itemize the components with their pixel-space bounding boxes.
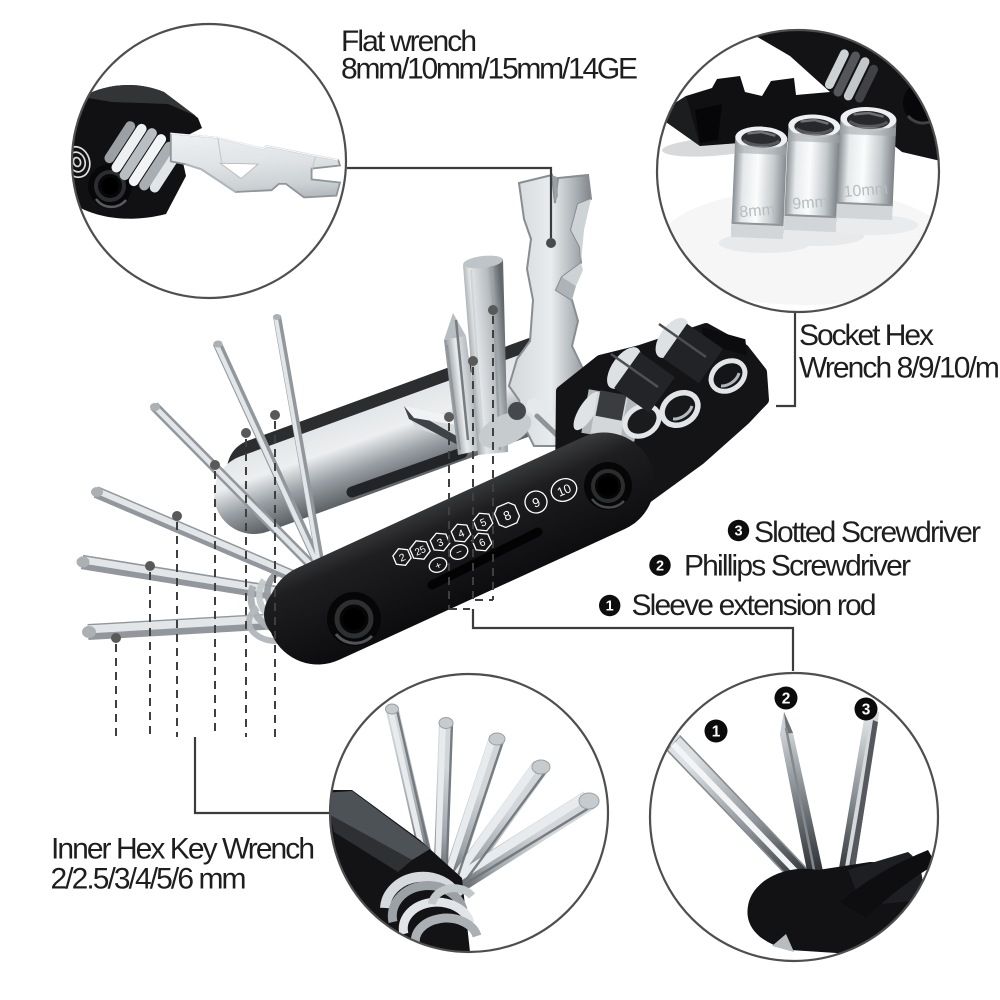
- svg-text:2: 2: [656, 558, 664, 574]
- svg-text:Inner Hex Key Wrench: Inner Hex Key Wrench: [51, 833, 315, 866]
- svg-text:4: 4: [456, 527, 466, 540]
- svg-text:2: 2: [782, 691, 791, 708]
- svg-text:Slotted Screwdriver: Slotted Screwdriver: [754, 516, 981, 549]
- svg-text:Phillips Screwdriver: Phillips Screwdriver: [684, 550, 911, 583]
- svg-text:8mm/10mm/15mm/14GE: 8mm/10mm/15mm/14GE: [341, 53, 638, 86]
- svg-text:3: 3: [435, 536, 445, 549]
- svg-text:8mm: 8mm: [739, 201, 776, 221]
- svg-text:2: 2: [397, 551, 407, 564]
- svg-text:6: 6: [477, 536, 487, 549]
- svg-text:Socket Hex: Socket Hex: [799, 319, 934, 352]
- svg-text:−: −: [454, 546, 464, 559]
- svg-text:10mm: 10mm: [843, 181, 889, 201]
- svg-text:2/2.5/3/4/5/6 mm: 2/2.5/3/4/5/6 mm: [51, 863, 247, 896]
- svg-text:9mm: 9mm: [792, 193, 829, 213]
- svg-text:Flat wrench: Flat wrench: [341, 25, 477, 58]
- svg-text:5: 5: [478, 516, 488, 529]
- svg-text:3: 3: [862, 702, 871, 719]
- svg-text:Wrench 8/9/10/mm: Wrench 8/9/10/mm: [799, 352, 1000, 385]
- svg-text:1: 1: [606, 599, 614, 615]
- svg-text:Sleeve extension rod: Sleeve extension rod: [632, 589, 877, 622]
- svg-text:3: 3: [734, 524, 742, 540]
- svg-text:25: 25: [413, 544, 428, 559]
- svg-text:10: 10: [555, 481, 573, 499]
- svg-text:1: 1: [712, 724, 721, 741]
- svg-text:+: +: [433, 559, 443, 572]
